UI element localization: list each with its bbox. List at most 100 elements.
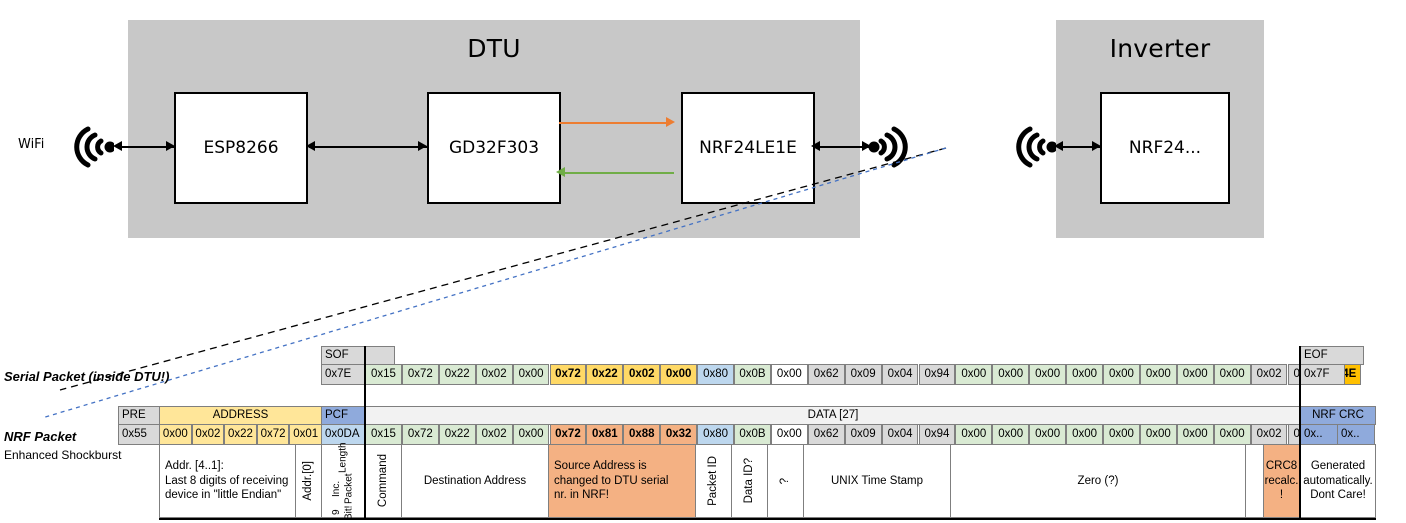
nrf-byte-20: 0x00 bbox=[1103, 424, 1140, 445]
nrf-byte-18: 0x00 bbox=[1029, 424, 1067, 445]
nrf-byte-16: 0x00 bbox=[955, 424, 993, 445]
inverter-antenna-link bbox=[1058, 146, 1100, 148]
packet-structure-tables: Serial Packet (inside DTU!) NRF Packet E… bbox=[0, 330, 1406, 523]
annotation-crc8-l3: ! bbox=[1279, 489, 1284, 502]
nrf-byte-12: 0x62 bbox=[807, 424, 845, 445]
annotation-crc8-l1: CRC8 bbox=[1265, 460, 1298, 473]
nrf-byte-10: 0x0B bbox=[734, 424, 771, 445]
serial-byte-16: 0x00 bbox=[955, 364, 993, 385]
annotation-source: Source Address is changed to DTU serial … bbox=[548, 444, 696, 518]
serial-byte-0: 0x15 bbox=[365, 364, 402, 385]
chip-nrf24le1e: NRF24LE1E bbox=[681, 92, 815, 204]
serial-byte-17: 0x00 bbox=[992, 364, 1030, 385]
serial-byte-1: 0x72 bbox=[401, 364, 439, 385]
nrf-crc-value-1: 0x.. bbox=[1337, 424, 1375, 445]
annotation-nrfcrc: Generated automatically. Dont Care! bbox=[1300, 444, 1376, 518]
annotation-nrfcrc-l1: Generated bbox=[1310, 460, 1366, 473]
nrf-data-header: DATA [27] bbox=[365, 406, 1301, 425]
nrf-pcf-value: 0x0DA bbox=[321, 424, 366, 445]
annotation-addr0: Addr.[0] bbox=[295, 444, 322, 518]
nrf-byte-21: 0x00 bbox=[1139, 424, 1177, 445]
annotation-baseline bbox=[159, 518, 1376, 520]
nrf-pre-value: 0x55 bbox=[118, 424, 160, 445]
annotation-timestamp-label: UNIX Time Stamp bbox=[830, 474, 924, 487]
annotation-address-note: Addr. [4..1]: Last 8 digits of receiving… bbox=[159, 444, 296, 518]
chip-gd32f303: GD32F303 bbox=[427, 92, 561, 204]
annotation-address-note-l3: device in "little Endian" bbox=[165, 489, 282, 502]
chip-esp8266-label: ESP8266 bbox=[203, 138, 279, 158]
nrf-byte-13: 0x09 bbox=[844, 424, 882, 445]
nrf-byte-6: 0x81 bbox=[586, 424, 624, 445]
serial-byte-5: 0x72 bbox=[549, 364, 587, 385]
nrf-byte-2: 0x22 bbox=[438, 424, 476, 445]
annotation-crc8-l2: recalc. bbox=[1264, 474, 1299, 487]
annotation-source-l1: Source Address is bbox=[554, 460, 647, 473]
chip-nrf24-inverter-label: NRF24... bbox=[1128, 138, 1202, 158]
annotation-nrfcrc-l2: automatically. bbox=[1303, 474, 1373, 487]
wifi-label: WiFi bbox=[18, 137, 45, 152]
annotation-address-note-l1: Addr. [4..1]: bbox=[165, 460, 224, 473]
inverter-antenna-arrow-left bbox=[1054, 141, 1063, 151]
nrf-byte-15: 0x94 bbox=[918, 424, 956, 445]
serial-eof-value: 0x7F bbox=[1300, 364, 1345, 385]
nrf-byte-5: 0x72 bbox=[549, 424, 587, 445]
nrf-address-byte-1: 0x02 bbox=[191, 424, 225, 445]
inverter-title: Inverter bbox=[1109, 34, 1211, 63]
nrf-byte-3: 0x02 bbox=[475, 424, 513, 445]
nrf-address-byte-0: 0x00 bbox=[159, 424, 192, 445]
nrf-byte-9: 0x80 bbox=[697, 424, 734, 445]
nrf-antenna-arrow-left bbox=[811, 141, 820, 151]
annotation-unknown-1: ? bbox=[767, 444, 804, 518]
gd32-nrf-tx-link bbox=[559, 122, 671, 124]
esp-gd32-link bbox=[309, 146, 427, 148]
gd32-nrf-tx-arrow bbox=[666, 117, 675, 127]
serial-byte-14: 0x04 bbox=[881, 364, 919, 385]
nrf-packet-label: NRF Packet bbox=[4, 429, 77, 444]
eof-tie-line bbox=[1299, 346, 1301, 518]
serial-byte-2: 0x22 bbox=[438, 364, 476, 385]
esp-gd32-arrow-right bbox=[418, 141, 427, 151]
architecture-diagram: DTU Inverter WiFi ESP8266 GD32F303 NRF24… bbox=[0, 0, 1406, 260]
chip-esp8266: ESP8266 bbox=[174, 92, 308, 204]
nrf-gd32-rx-link bbox=[562, 172, 674, 174]
wifi-esp-arrow-right bbox=[166, 141, 175, 151]
serial-byte-7: 0x02 bbox=[623, 364, 661, 385]
annotation-zero-label: Zero (?) bbox=[1077, 474, 1119, 487]
nrf-crc-header: NRF CRC bbox=[1300, 406, 1376, 425]
nrf-byte-7: 0x88 bbox=[623, 424, 661, 445]
serial-byte-11: 0x00 bbox=[770, 364, 808, 385]
annotation-crc8: CRC8 recalc. ! bbox=[1263, 444, 1300, 518]
annotation-timestamp: UNIX Time Stamp bbox=[803, 444, 951, 518]
serial-packet-label: Serial Packet (inside DTU!) bbox=[4, 369, 170, 384]
serial-byte-22: 0x00 bbox=[1176, 364, 1214, 385]
serial-byte-6: 0x22 bbox=[586, 364, 624, 385]
annotation-packet-id: Packet ID bbox=[695, 444, 732, 518]
wifi-esp-arrow-left bbox=[113, 141, 122, 151]
nrf-byte-4: 0x00 bbox=[512, 424, 550, 445]
serial-byte-3: 0x02 bbox=[475, 364, 513, 385]
nrf-pre-header: PRE bbox=[118, 406, 160, 425]
annotation-command-label: Command bbox=[377, 454, 390, 508]
serial-byte-4: 0x00 bbox=[512, 364, 550, 385]
annotation-command: Command bbox=[365, 444, 402, 518]
annotation-pcf-l2: Inc. Packet bbox=[331, 473, 355, 505]
serial-byte-9: 0x80 bbox=[697, 364, 734, 385]
annotation-data-id-label: Data ID? bbox=[743, 458, 756, 504]
nrf-byte-0: 0x15 bbox=[365, 424, 402, 445]
nrf-byte-23: 0x00 bbox=[1213, 424, 1251, 445]
nrf-byte-22: 0x00 bbox=[1176, 424, 1214, 445]
annotation-packet-id-label: Packet ID bbox=[707, 456, 720, 506]
annotation-data-id: Data ID? bbox=[731, 444, 768, 518]
serial-byte-23: 0x00 bbox=[1213, 364, 1251, 385]
serial-byte-19: 0x00 bbox=[1066, 364, 1103, 385]
wifi-antenna-icon bbox=[66, 122, 114, 170]
annotation-source-l3: nr. in NRF! bbox=[554, 489, 609, 502]
nrf-address-header: ADDRESS bbox=[159, 406, 322, 425]
inverter-antenna-arrow-right bbox=[1092, 141, 1101, 151]
serial-byte-10: 0x0B bbox=[734, 364, 771, 385]
annotation-source-l2: changed to DTU serial bbox=[554, 474, 669, 487]
sof-tie-line bbox=[364, 346, 366, 518]
serial-byte-12: 0x62 bbox=[807, 364, 845, 385]
serial-byte-20: 0x00 bbox=[1103, 364, 1140, 385]
annotation-zero: Zero (?) bbox=[950, 444, 1246, 518]
